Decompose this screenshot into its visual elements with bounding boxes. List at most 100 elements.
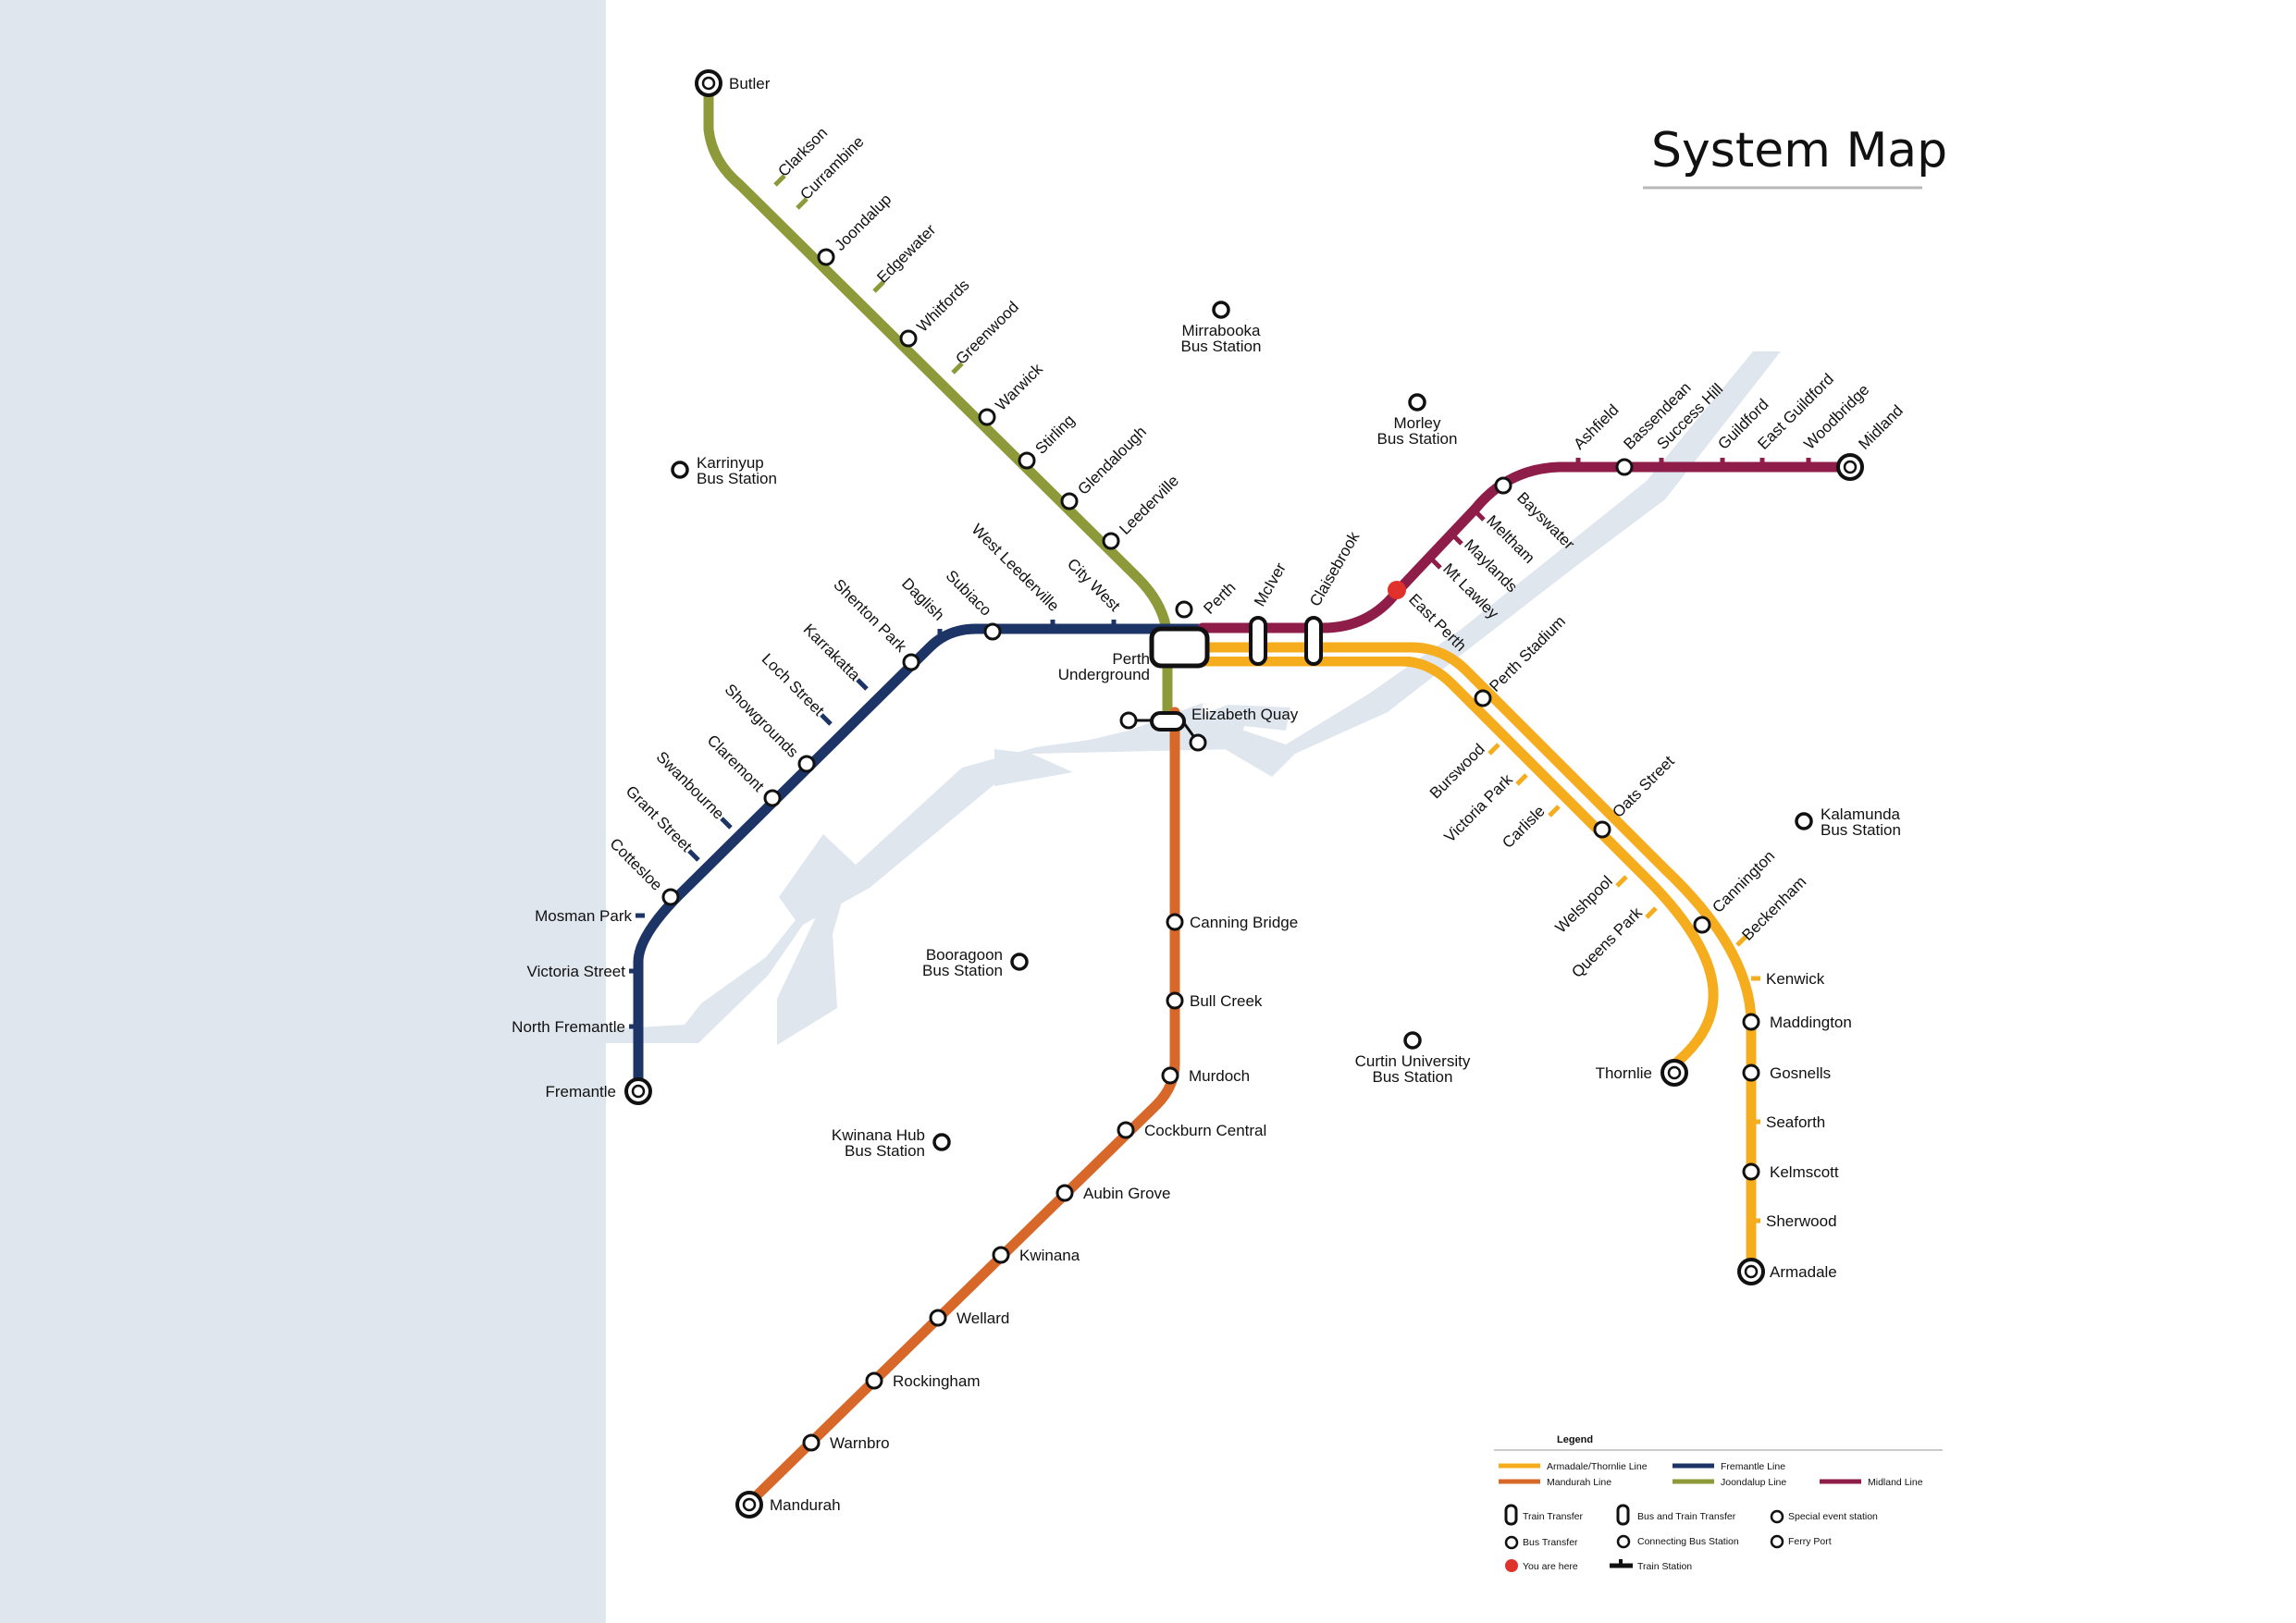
bus-station-booragoon-icon[interactable] — [1010, 953, 1029, 971]
station-cannington-marker[interactable] — [1693, 916, 1711, 934]
bus-station-mirrabooka-icon[interactable] — [1212, 301, 1230, 319]
station-claremont-marker[interactable] — [763, 789, 782, 807]
station-label-loch-street: Loch Street — [759, 650, 828, 719]
station-stirling-marker[interactable] — [1018, 451, 1036, 470]
station-welshpool-tick[interactable] — [1615, 875, 1628, 888]
station-label-victoria-street: Victoria Street — [527, 963, 626, 980]
legend-you-are-here-icon — [1505, 1559, 1518, 1572]
station-swanbourne-tick[interactable] — [720, 817, 733, 830]
station-perth-stadium-marker[interactable] — [1474, 689, 1492, 707]
legend-special-event: Special event station — [1788, 1511, 1878, 1522]
station-mandurah-terminus[interactable] — [735, 1491, 763, 1518]
station-loch-street-tick[interactable] — [820, 713, 833, 726]
bus-station-kwinana-hub-icon[interactable] — [932, 1133, 951, 1151]
station-label-cottesloe: Cottesloe — [606, 835, 665, 894]
armadale-line-a — [1197, 642, 1757, 1273]
station-label-bull-creek: Bull Creek — [1190, 992, 1263, 1010]
station-label-seaforth: Seaforth — [1766, 1113, 1825, 1131]
station-warnbro-marker[interactable] — [802, 1433, 821, 1452]
station-cockburn-central-marker[interactable] — [1117, 1121, 1135, 1139]
station-label-murdoch: Murdoch — [1189, 1067, 1250, 1085]
legend-line-label-4: Midland Line — [1868, 1477, 1923, 1488]
station-gosnells-marker[interactable] — [1742, 1064, 1760, 1082]
station-mt-lawley-tick[interactable] — [1429, 557, 1442, 570]
bus-icon — [1744, 1264, 1759, 1279]
station-fremantle-terminus[interactable] — [624, 1077, 652, 1105]
station-wellard-marker[interactable] — [929, 1309, 947, 1327]
station-label-aubin-grove: Aubin Grove — [1083, 1185, 1171, 1202]
station-carlisle-tick[interactable] — [1548, 805, 1561, 818]
station-burswood-tick[interactable] — [1487, 743, 1500, 756]
station-glendalough-marker[interactable] — [1060, 492, 1079, 510]
station-leederville-marker[interactable] — [1102, 532, 1120, 550]
station-maddington-marker[interactable] — [1742, 1013, 1760, 1031]
station-edgewater-tick[interactable] — [872, 280, 885, 293]
station-label-maddington: Maddington — [1770, 1014, 1852, 1031]
station-shenton-park-marker[interactable] — [902, 653, 920, 671]
station-cottesloe-marker[interactable] — [661, 888, 680, 906]
station-bayswater-marker[interactable] — [1494, 476, 1512, 495]
station-showgrounds-marker[interactable] — [797, 755, 816, 773]
station-label-armadale: Armadale — [1770, 1263, 1837, 1281]
station-label-kwinana: Kwinana — [1019, 1247, 1080, 1264]
station-label-subiaco: Subiaco — [943, 567, 995, 620]
station-canning-bridge-marker[interactable] — [1166, 913, 1184, 931]
station-aubin-grove-marker[interactable] — [1055, 1184, 1074, 1202]
station-bassendean-marker[interactable] — [1615, 458, 1634, 476]
bus-station-karrinyup-icon[interactable] — [671, 461, 689, 479]
you-are-here-icon — [1388, 581, 1406, 599]
station-karrakatta-tick[interactable] — [856, 678, 869, 691]
mandurah-line — [744, 707, 1180, 1508]
station-maylands-tick[interactable] — [1450, 533, 1463, 546]
swan-river — [606, 351, 1781, 1045]
station-subiaco-marker[interactable] — [983, 622, 1002, 641]
station-thornlie-terminus[interactable] — [1660, 1059, 1688, 1087]
station-oats-street-marker[interactable] — [1593, 820, 1611, 839]
station-kelmscott-marker[interactable] — [1742, 1162, 1760, 1181]
station-markers — [624, 69, 1864, 1518]
station-label-grant-street: Grant Street — [623, 782, 696, 855]
station-label-claisebrook: Claisebrook — [1306, 528, 1364, 609]
station-murdoch-marker[interactable] — [1161, 1066, 1179, 1085]
station-armadale-terminus[interactable] — [1737, 1258, 1765, 1285]
station-clarkson-tick[interactable] — [773, 174, 786, 187]
bus-icon — [1119, 711, 1138, 730]
station-rockingham-marker[interactable] — [865, 1371, 883, 1390]
bus-station-morley-icon[interactable] — [1408, 393, 1426, 412]
station-meltham-tick[interactable] — [1473, 509, 1486, 522]
station-label-mosman-park: Mosman Park — [535, 907, 632, 925]
station-bull-creek-marker[interactable] — [1166, 991, 1184, 1010]
station-whitfords-marker[interactable] — [899, 329, 918, 348]
station-label-canning-bridge: Canning Bridge — [1190, 914, 1298, 931]
bus-icon — [701, 76, 716, 91]
station-grant-street-tick[interactable] — [687, 849, 700, 862]
ferry-icon — [1189, 733, 1207, 752]
station-victoria-park-tick[interactable] — [1515, 773, 1528, 786]
station-midland-terminus[interactable] — [1836, 453, 1864, 481]
station-label-elizabeth-quay: Elizabeth Quay — [1191, 706, 1299, 723]
station-warwick-marker[interactable] — [978, 408, 996, 426]
station-joondalup-marker[interactable] — [817, 248, 835, 266]
bus-icon — [742, 1497, 757, 1512]
station-label-sherwood: Sherwood — [1766, 1212, 1837, 1230]
station-queens-park-tick[interactable] — [1645, 906, 1658, 919]
station-label-wellard: Wellard — [957, 1309, 1009, 1327]
bus-icon — [631, 1084, 646, 1099]
station-currambine-tick[interactable] — [796, 197, 809, 210]
rail-lines — [633, 78, 1846, 1508]
bus-station-kalamunda-icon[interactable] — [1795, 812, 1813, 830]
station-butler-terminus[interactable] — [695, 69, 722, 97]
station-greenwood-tick[interactable] — [951, 362, 964, 375]
bus-station-curtin-icon[interactable] — [1403, 1031, 1422, 1050]
station-kwinana-marker[interactable] — [992, 1246, 1010, 1264]
station-beckenham-tick[interactable] — [1735, 934, 1748, 947]
